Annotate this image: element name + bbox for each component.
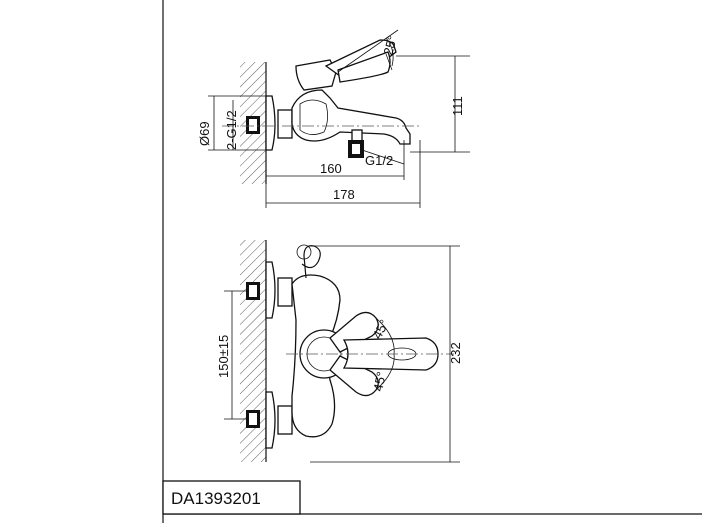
label-spout-angle: 25°	[380, 34, 400, 57]
lever-handle-side	[324, 39, 397, 77]
side-view: 25° 111 Ø69 2-G1/2 G1/2 160 178	[197, 29, 470, 208]
label-lever-angle-bottom: 45°	[370, 370, 389, 392]
label-reach-160: 160	[320, 161, 342, 176]
label-length-178: 178	[333, 187, 355, 202]
label-centers: 150±15	[216, 335, 231, 378]
label-diameter: Ø69	[197, 121, 212, 146]
mixer-body	[291, 89, 411, 145]
wall-hatch-bottom	[240, 240, 266, 462]
label-inlet-thread: 2-G1/2	[224, 110, 239, 150]
label-outlet-thread: G1/2	[365, 153, 393, 168]
shower-hook	[301, 245, 321, 279]
model-code: DA1393201	[171, 489, 261, 508]
cartridge-housing	[295, 59, 337, 91]
title-block: DA1393201	[162, 480, 301, 515]
label-width-232: 232	[448, 342, 463, 364]
front-view: 45° 45° 150±15 232	[216, 240, 463, 463]
label-height-111: 111	[450, 96, 465, 116]
escutcheon	[265, 95, 276, 151]
